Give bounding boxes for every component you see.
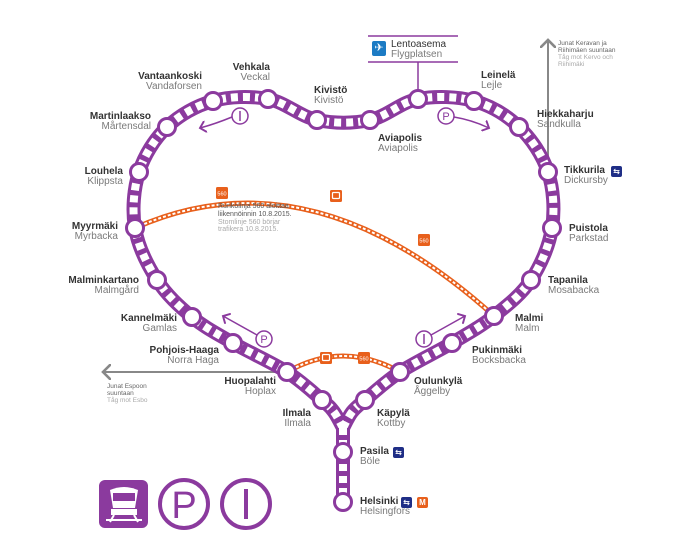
north-direction-note: Junat Keravan ja Riihimäen suuntaan Tåg … xyxy=(558,40,616,68)
station-marker-pohjois-haaga[interactable] xyxy=(223,333,243,353)
station-marker-helsinki[interactable] xyxy=(333,492,353,512)
station-marker-kannelmäki[interactable] xyxy=(182,307,202,327)
station-marker-tapanila[interactable] xyxy=(521,270,541,290)
bus-560-note: Runkolinja 560 aloittaa liikennöinnin 10… xyxy=(218,203,292,234)
info-direction-bottom xyxy=(415,316,465,348)
svg-text:P: P xyxy=(171,485,196,527)
info-direction-top xyxy=(200,107,249,128)
rail-ties xyxy=(129,93,558,430)
station-marker-oulunkylä[interactable] xyxy=(390,362,410,382)
train-connection-icon: ⇆ xyxy=(393,447,404,458)
train-connection-icon: ⇆ xyxy=(611,166,622,177)
park-direction-top: P xyxy=(437,107,489,128)
station-marker-puistola[interactable] xyxy=(542,218,562,238)
legend-park-icon: P xyxy=(158,478,210,530)
airplane-icon: ✈ xyxy=(372,41,386,56)
ring-rail-line xyxy=(126,90,561,502)
station-marker-leinelä[interactable] xyxy=(464,91,484,111)
bus-route-number: 560 xyxy=(419,239,428,245)
metro-icon: M xyxy=(417,497,428,508)
bus-route-line xyxy=(133,200,496,318)
bus-route-badge: 560 xyxy=(358,352,370,364)
west-direction-note: Junat Espoon suuntaan Tåg mot Esbo xyxy=(107,383,148,404)
legend-info-icon xyxy=(220,478,272,530)
park-direction-bottom: P xyxy=(223,316,273,348)
station-marker-ilmala[interactable] xyxy=(312,390,332,410)
station-marker-pasila[interactable] xyxy=(333,442,353,462)
rail-loop xyxy=(126,90,561,432)
station-marker-myyrmäki[interactable] xyxy=(125,218,145,238)
station-marker-huopalahti[interactable] xyxy=(277,362,297,382)
station-marker-tikkurila[interactable] xyxy=(538,162,558,182)
bus-route-number: 560 xyxy=(217,192,226,198)
station-marker-martinlaakso[interactable] xyxy=(157,117,177,137)
station-marker-malminkartano[interactable] xyxy=(147,270,167,290)
station-markers xyxy=(125,89,562,512)
svg-text:P: P xyxy=(260,334,267,346)
station-marker-vehkala[interactable] xyxy=(258,89,278,109)
legend-train-icon xyxy=(99,480,148,528)
station-marker-aviapolis[interactable] xyxy=(360,110,380,130)
bus-icon xyxy=(320,352,332,364)
station-marker-käpylä[interactable] xyxy=(355,390,375,410)
station-marker-vantaankoski[interactable] xyxy=(203,91,223,111)
bus-route-badge: 560 xyxy=(216,187,228,199)
station-marker-malmi[interactable] xyxy=(484,306,504,326)
station-marker-kivistö[interactable] xyxy=(307,110,327,130)
bus-route-number: 560 xyxy=(359,357,368,363)
station-marker-louhela[interactable] xyxy=(129,162,149,182)
train-connection-icon: ⇆ xyxy=(401,497,412,508)
station-marker-pukinmäki[interactable] xyxy=(442,333,462,353)
bus-route-line xyxy=(285,353,402,375)
station-marker-lentoasema[interactable] xyxy=(408,89,428,109)
bus-route-dashes xyxy=(134,202,495,317)
bus-icon xyxy=(330,190,342,202)
svg-text:P: P xyxy=(442,111,449,123)
bus-route-badge: 560 xyxy=(418,234,430,246)
bus-line-560: 560 560 560 xyxy=(133,187,496,375)
station-marker-hiekkaharju[interactable] xyxy=(509,117,529,137)
